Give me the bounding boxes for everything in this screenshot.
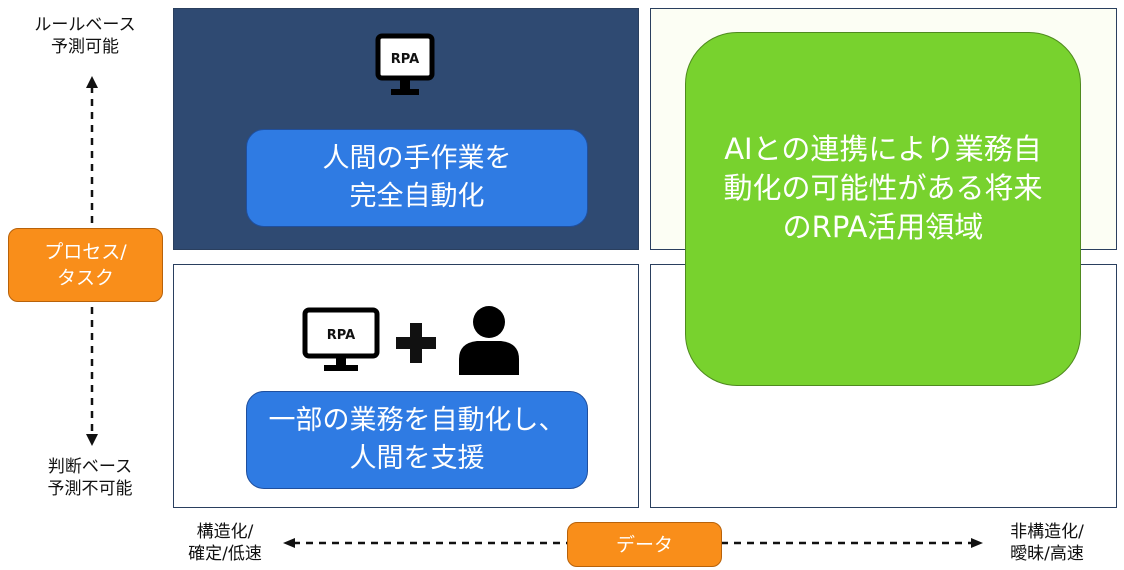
- monitor-rpa-text: RPA: [327, 328, 355, 343]
- future-ai-rpa-box: AIとの連携により業務自 動化の可能性がある将来 のRPA活用領域: [685, 32, 1081, 386]
- arrow-up-icon: [86, 76, 98, 88]
- axis-top-label: ルールベース 予測可能: [34, 15, 136, 57]
- process-task-label: プロセス/ タスク: [8, 228, 163, 302]
- partial-automation-box: 一部の業務を自動化し、 人間を支援: [246, 391, 588, 489]
- axis-right-label: 非構造化/ 曖昧/高速: [1010, 522, 1084, 564]
- monitor-icon: RPA: [375, 33, 435, 95]
- person-icon: [459, 306, 519, 375]
- plus-icon: [396, 323, 436, 363]
- full-automation-box: 人間の手作業を 完全自動化: [246, 129, 588, 227]
- quadrant-bottom-left: RPA 一部の業務を自動化し、 人間を支援: [173, 264, 639, 508]
- arrow-left-icon: [283, 538, 295, 548]
- arrow-right-icon: [971, 538, 983, 548]
- axis-bottom-label: 判断ベース 予測不可能: [47, 457, 133, 499]
- horizontal-axis-arrow: [283, 538, 983, 548]
- axis-left-label: 構造化/ 確定/低速: [188, 522, 262, 564]
- data-label: データ: [567, 522, 722, 567]
- arrow-down-icon: [86, 434, 98, 446]
- monitor-rpa-text: RPA: [391, 52, 419, 67]
- monitor-icon: RPA: [302, 307, 380, 371]
- quadrant-top-left: RPA 人間の手作業を 完全自動化: [173, 8, 639, 250]
